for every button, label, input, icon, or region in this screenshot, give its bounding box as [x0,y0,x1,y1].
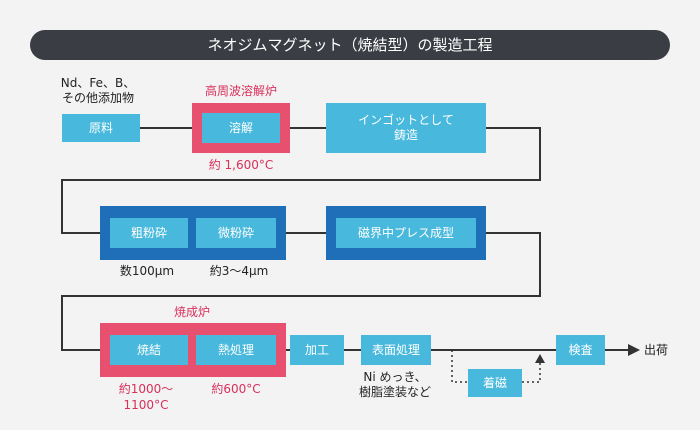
coating-note-line1: Ni めっき、 [363,370,427,384]
melting-box: 溶解 [202,113,280,143]
page-title: ネオジムマグネット（焼結型）の製造工程 [30,30,670,60]
fine-particle-size: 約3〜4μm [209,264,269,278]
inspection-box: 検査 [556,335,605,365]
magnetize-return-arrowhead [535,354,545,363]
press-group: 磁界中プレス成型 [326,206,486,260]
ingot-casting-box: インゴットとして 鋳造 [326,103,486,153]
magnetizing-box: 着磁 [468,369,522,397]
coarse-grinding-box: 粗粉砕 [110,218,188,248]
ingot-casting-line2: 鋳造 [393,128,418,142]
fine-grinding-box: 微粉砕 [196,218,276,248]
inputs-label-line1: Nd、Fe、B、 [60,76,136,90]
shipment-label: 出荷 [644,343,669,357]
pulverizing-group: 粗粉砕 微粉砕 [100,206,286,260]
sintering-temperature-line1: 約1000〜 [118,382,174,396]
induction-furnace: 溶解 [192,103,290,153]
sintering-furnace-label: 焼成炉 [173,305,210,319]
melting-temperature: 約 1,600°C [208,158,274,172]
induction-furnace-label: 高周波溶解炉 [204,84,277,98]
raw-material-box: 原料 [62,114,140,142]
magnetic-field-press-box: 磁界中プレス成型 [336,218,476,248]
ingot-casting-line1: インゴットとして [358,113,454,127]
inputs-label-line2: その他添加物 [61,91,134,105]
sintering-temperature-line2: 1100°C [123,398,169,412]
shipment-arrowhead [628,344,640,356]
machining-box: 加工 [290,335,344,365]
sintering-furnace: 焼結 熱処理 [100,323,286,377]
sintering-box: 焼結 [110,335,188,365]
surface-treatment-box: 表面処理 [361,335,431,365]
coarse-particle-size: 数100μm [119,264,175,278]
coating-note-line2: 樹脂塗装など [358,385,431,399]
heat-treatment-temperature: 約600°C [211,382,261,396]
heat-treatment-box: 熱処理 [196,335,276,365]
